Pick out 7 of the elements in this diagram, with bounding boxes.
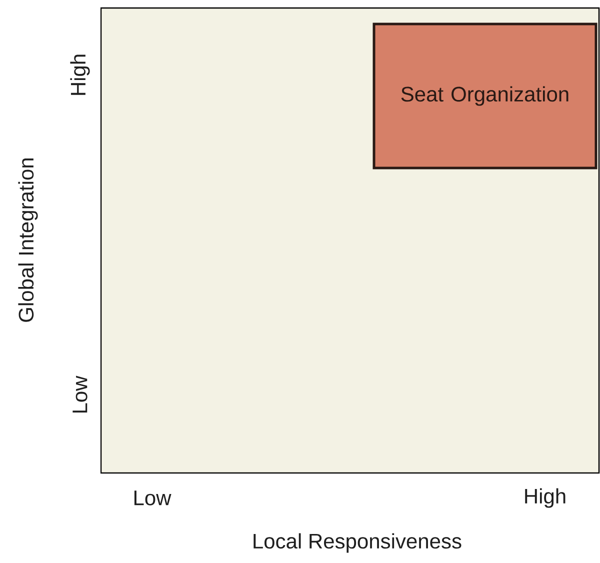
axis-title: Global Integration — [18, 158, 38, 322]
axis-tick-label: Low — [72, 376, 88, 413]
axis-tick-label: High — [70, 54, 90, 95]
quadrant-box: Seat Organization — [372, 22, 598, 170]
axis-title: Local Responsiveness — [254, 533, 462, 553]
axis-tick-label: Low — [134, 490, 172, 506]
axis-tick-label: High — [525, 488, 566, 508]
